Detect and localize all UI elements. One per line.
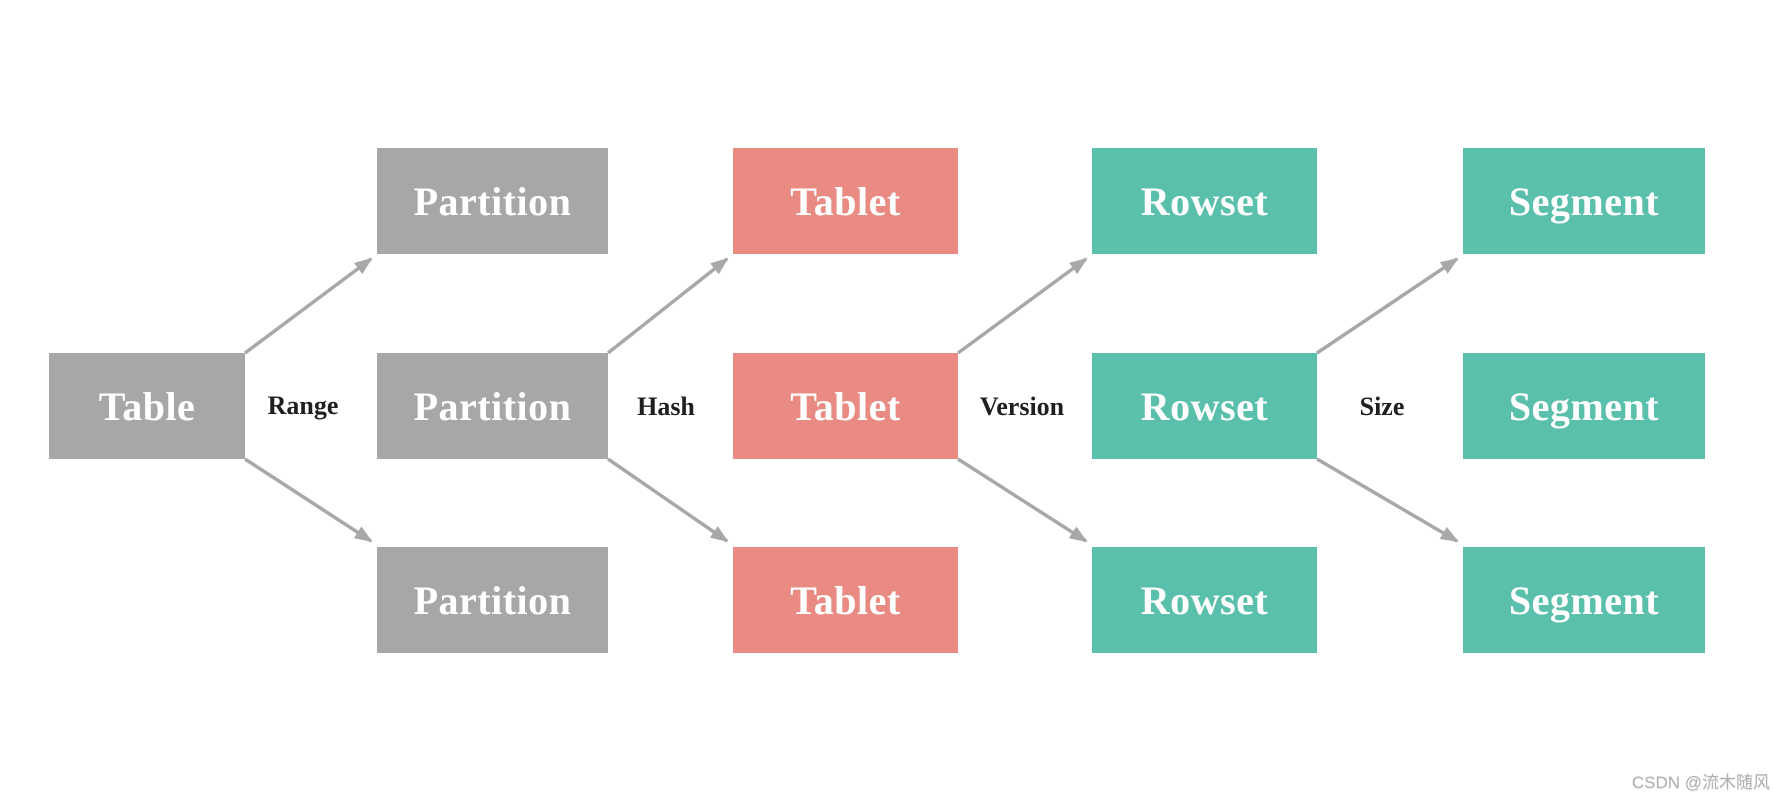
node-segment-bottom: Segment: [1463, 547, 1705, 653]
arrow-rowset-to-segment-top: [1316, 257, 1459, 355]
node-partition-middle: Partition: [377, 353, 608, 459]
node-partition-top: Partition: [377, 148, 608, 254]
csdn-watermark: CSDN @流木随风: [1631, 773, 1770, 792]
node-segment-middle: Segment: [1463, 353, 1705, 459]
node-table: Table: [49, 353, 245, 459]
edge-label-range: Range: [267, 391, 339, 420]
node-tablet-middle: Tablet: [733, 353, 958, 459]
arrow-tablet-to-rowset-top: [956, 257, 1088, 355]
arrow-partition-to-tablet-top: [606, 257, 729, 355]
arrow-tablet-to-rowset-bottom: [957, 457, 1088, 543]
node-tablet-bottom: Tablet: [733, 547, 958, 653]
node-rowset-top: Rowset: [1092, 148, 1317, 254]
node-segment-top: Segment: [1463, 148, 1705, 254]
arrow-table-to-partition-bottom: [244, 457, 373, 543]
arrow-table-to-partition-top: [243, 257, 373, 355]
node-tablet-top: Tablet: [733, 148, 958, 254]
arrow-rowset-to-segment-bottom: [1316, 457, 1459, 543]
arrow-partition-to-tablet-bottom: [607, 457, 729, 543]
edge-label-hash: Hash: [637, 392, 695, 421]
node-rowset-middle: Rowset: [1092, 353, 1317, 459]
edge-label-version: Version: [979, 392, 1065, 421]
node-rowset-bottom: Rowset: [1092, 547, 1317, 653]
edge-label-size: Size: [1359, 392, 1405, 421]
node-partition-bottom: Partition: [377, 547, 608, 653]
